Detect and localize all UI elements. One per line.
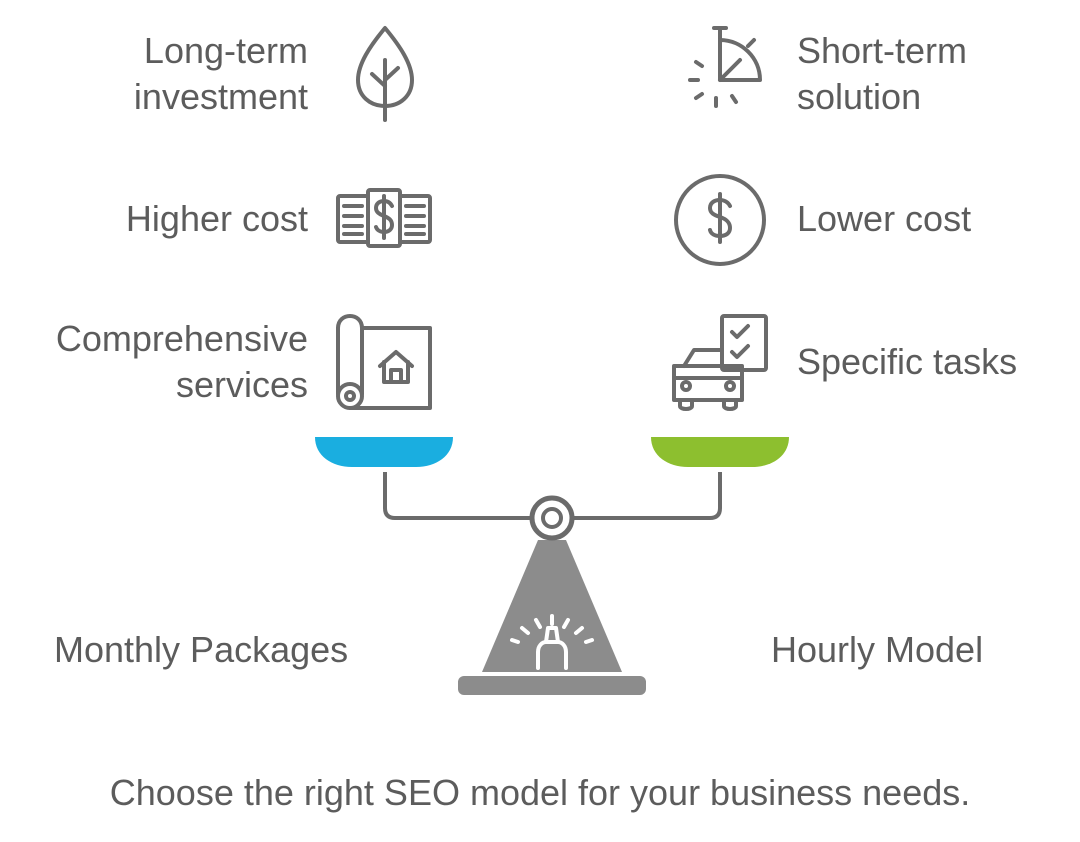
left-beam: [383, 472, 532, 520]
right-pan: [651, 437, 789, 467]
scale-base: [458, 676, 646, 695]
stopwatch-icon: [686, 26, 766, 110]
dollar-coin-icon: [672, 172, 768, 268]
feature-text: Long-term: [143, 30, 308, 71]
feature-text: Comprehensive: [55, 318, 308, 359]
banknotes-icon: [334, 188, 434, 248]
left-feature-higher-cost: Higher cost: [126, 196, 308, 242]
right-option-name: Hourly Model: [771, 629, 984, 670]
left-feature-long-term: Long-term investment: [134, 28, 308, 120]
left-pan: [315, 437, 453, 467]
left-option-name: Monthly Packages: [54, 629, 349, 670]
feature-text: Lower cost: [797, 198, 972, 239]
right-feature-short-term: Short-term solution: [797, 28, 967, 120]
scale-stand: [482, 540, 622, 672]
pivot-inner: [541, 507, 563, 529]
feature-text: services: [175, 364, 308, 405]
feature-text: Higher cost: [125, 198, 308, 239]
feature-text: solution: [797, 76, 922, 117]
feature-text: investment: [133, 76, 308, 117]
feature-text: Short-term: [797, 30, 968, 71]
car-checklist-icon: [670, 314, 770, 412]
right-feature-lower-cost: Lower cost: [797, 196, 971, 242]
diagram-caption: Choose the right SEO model for your busi…: [109, 772, 971, 813]
left-feature-comprehensive: Comprehensive services: [56, 316, 308, 408]
feature-text: Specific tasks: [797, 341, 1018, 382]
right-beam: [572, 472, 722, 520]
right-feature-specific-tasks: Specific tasks: [797, 339, 1017, 385]
weight-icon: [510, 614, 594, 670]
blueprint-house-icon: [332, 314, 436, 412]
tree-icon: [350, 24, 420, 124]
